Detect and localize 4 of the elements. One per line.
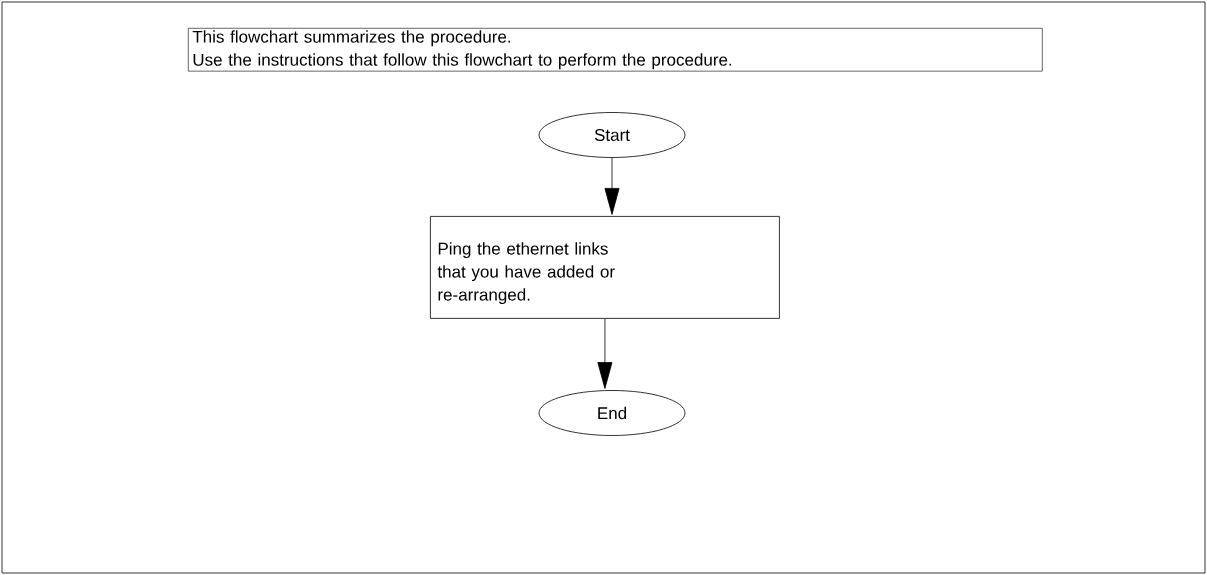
arrow [597,318,613,389]
arrow [604,157,620,215]
process-box: Ping the ethernet links that you have added or re-arranged. [430,216,780,319]
note-box: This flowchart summarizes the procedure. Use the instructions that follow this flowchart to perform the procedure. [188,28,1043,72]
